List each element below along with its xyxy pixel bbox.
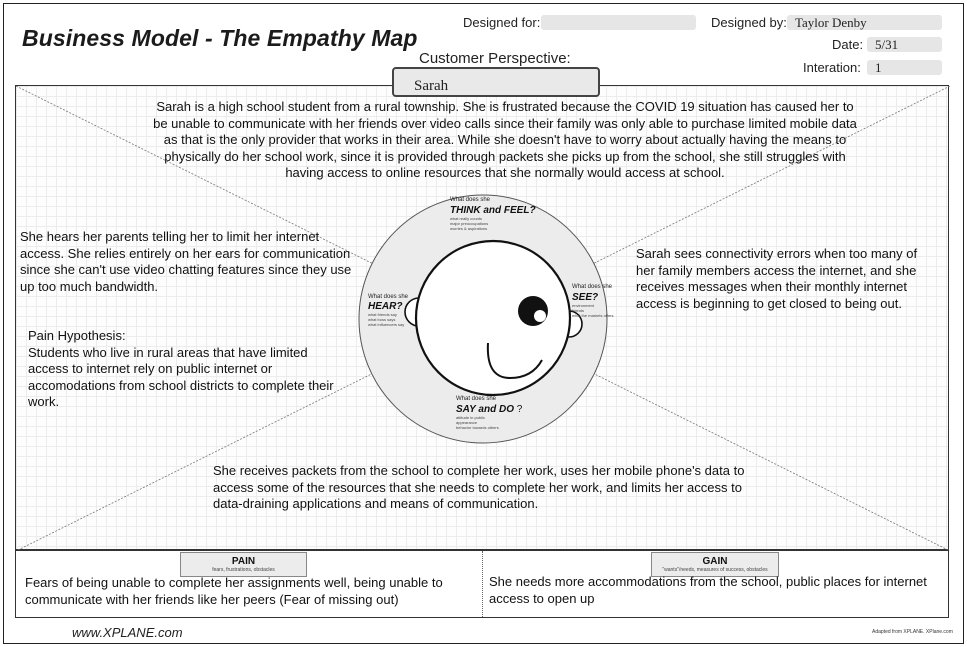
- pain-subtitle: fears, frustrations, obstacles: [212, 567, 275, 573]
- hear-prompt: What does she: [368, 294, 409, 300]
- gain-text[interactable]: She needs more accommodations from the s…: [489, 574, 927, 606]
- page-title: Business Model - The Empathy Map: [22, 25, 418, 51]
- pain-title: PAIN: [231, 556, 256, 567]
- designed-by-field[interactable]: Taylor Denby: [787, 15, 942, 30]
- gain-title: GAIN: [702, 556, 728, 567]
- footer-website: www.XPLANE.com: [72, 625, 183, 640]
- designed-for-field[interactable]: [541, 15, 696, 30]
- customer-perspective-label: Customer Perspective:: [419, 50, 571, 67]
- date-label: Date:: [832, 37, 864, 52]
- say-hints: attitude in public appearance behavior t…: [456, 415, 499, 430]
- think-prompt: What does she: [450, 197, 491, 203]
- see-title: SEE?: [572, 292, 599, 303]
- see-hints: environment friends what the markets off…: [572, 303, 614, 318]
- hear-title: HEAR?: [368, 301, 403, 312]
- say-prompt: What does she: [456, 396, 497, 402]
- gain-subtitle: "wants"/needs, measures of success, obst…: [662, 567, 768, 573]
- iteration-label: Interation:: [803, 60, 861, 75]
- iteration-field[interactable]: 1: [867, 60, 942, 75]
- think-hints: what really counts major preoccupations …: [450, 216, 489, 231]
- designed-by-label: Designed by:: [711, 15, 787, 30]
- pain-hypothesis[interactable]: Pain Hypothesis: Students who live in ru…: [28, 328, 338, 411]
- pain-hypothesis-text: Students who live in rural areas that ha…: [28, 344, 334, 410]
- intro-text[interactable]: Sarah is a high school student from a ru…: [153, 99, 857, 180]
- footer-credit: Adapted from XPLANE. XPlane.com: [872, 629, 953, 635]
- say-title: SAY and DO ?: [456, 404, 523, 415]
- pain-text[interactable]: Fears of being unable to complete her as…: [25, 575, 443, 607]
- designed-for-label: Designed for:: [463, 15, 541, 30]
- hear-text[interactable]: She hears her parents telling her to lim…: [20, 229, 352, 294]
- see-text[interactable]: Sarah sees connectivity errors when too …: [636, 246, 918, 311]
- say-question-mark: ?: [516, 404, 523, 415]
- customer-perspective-field[interactable]: Sarah: [392, 67, 600, 97]
- pain-header: PAIN fears, frustrations, obstacles: [180, 552, 307, 577]
- date-field[interactable]: 5/31: [867, 37, 942, 52]
- pain-hypothesis-label: Pain Hypothesis:: [28, 328, 126, 343]
- say-do-text[interactable]: She receives packets from the school to …: [213, 463, 745, 511]
- think-title: THINK and FEEL?: [450, 205, 536, 216]
- gain-header: GAIN "wants"/needs, measures of success,…: [651, 552, 779, 577]
- pain-gain-divider: [482, 551, 483, 617]
- hear-hints: what friends say what boss says what inf…: [368, 312, 405, 327]
- see-prompt: What does she: [572, 284, 613, 290]
